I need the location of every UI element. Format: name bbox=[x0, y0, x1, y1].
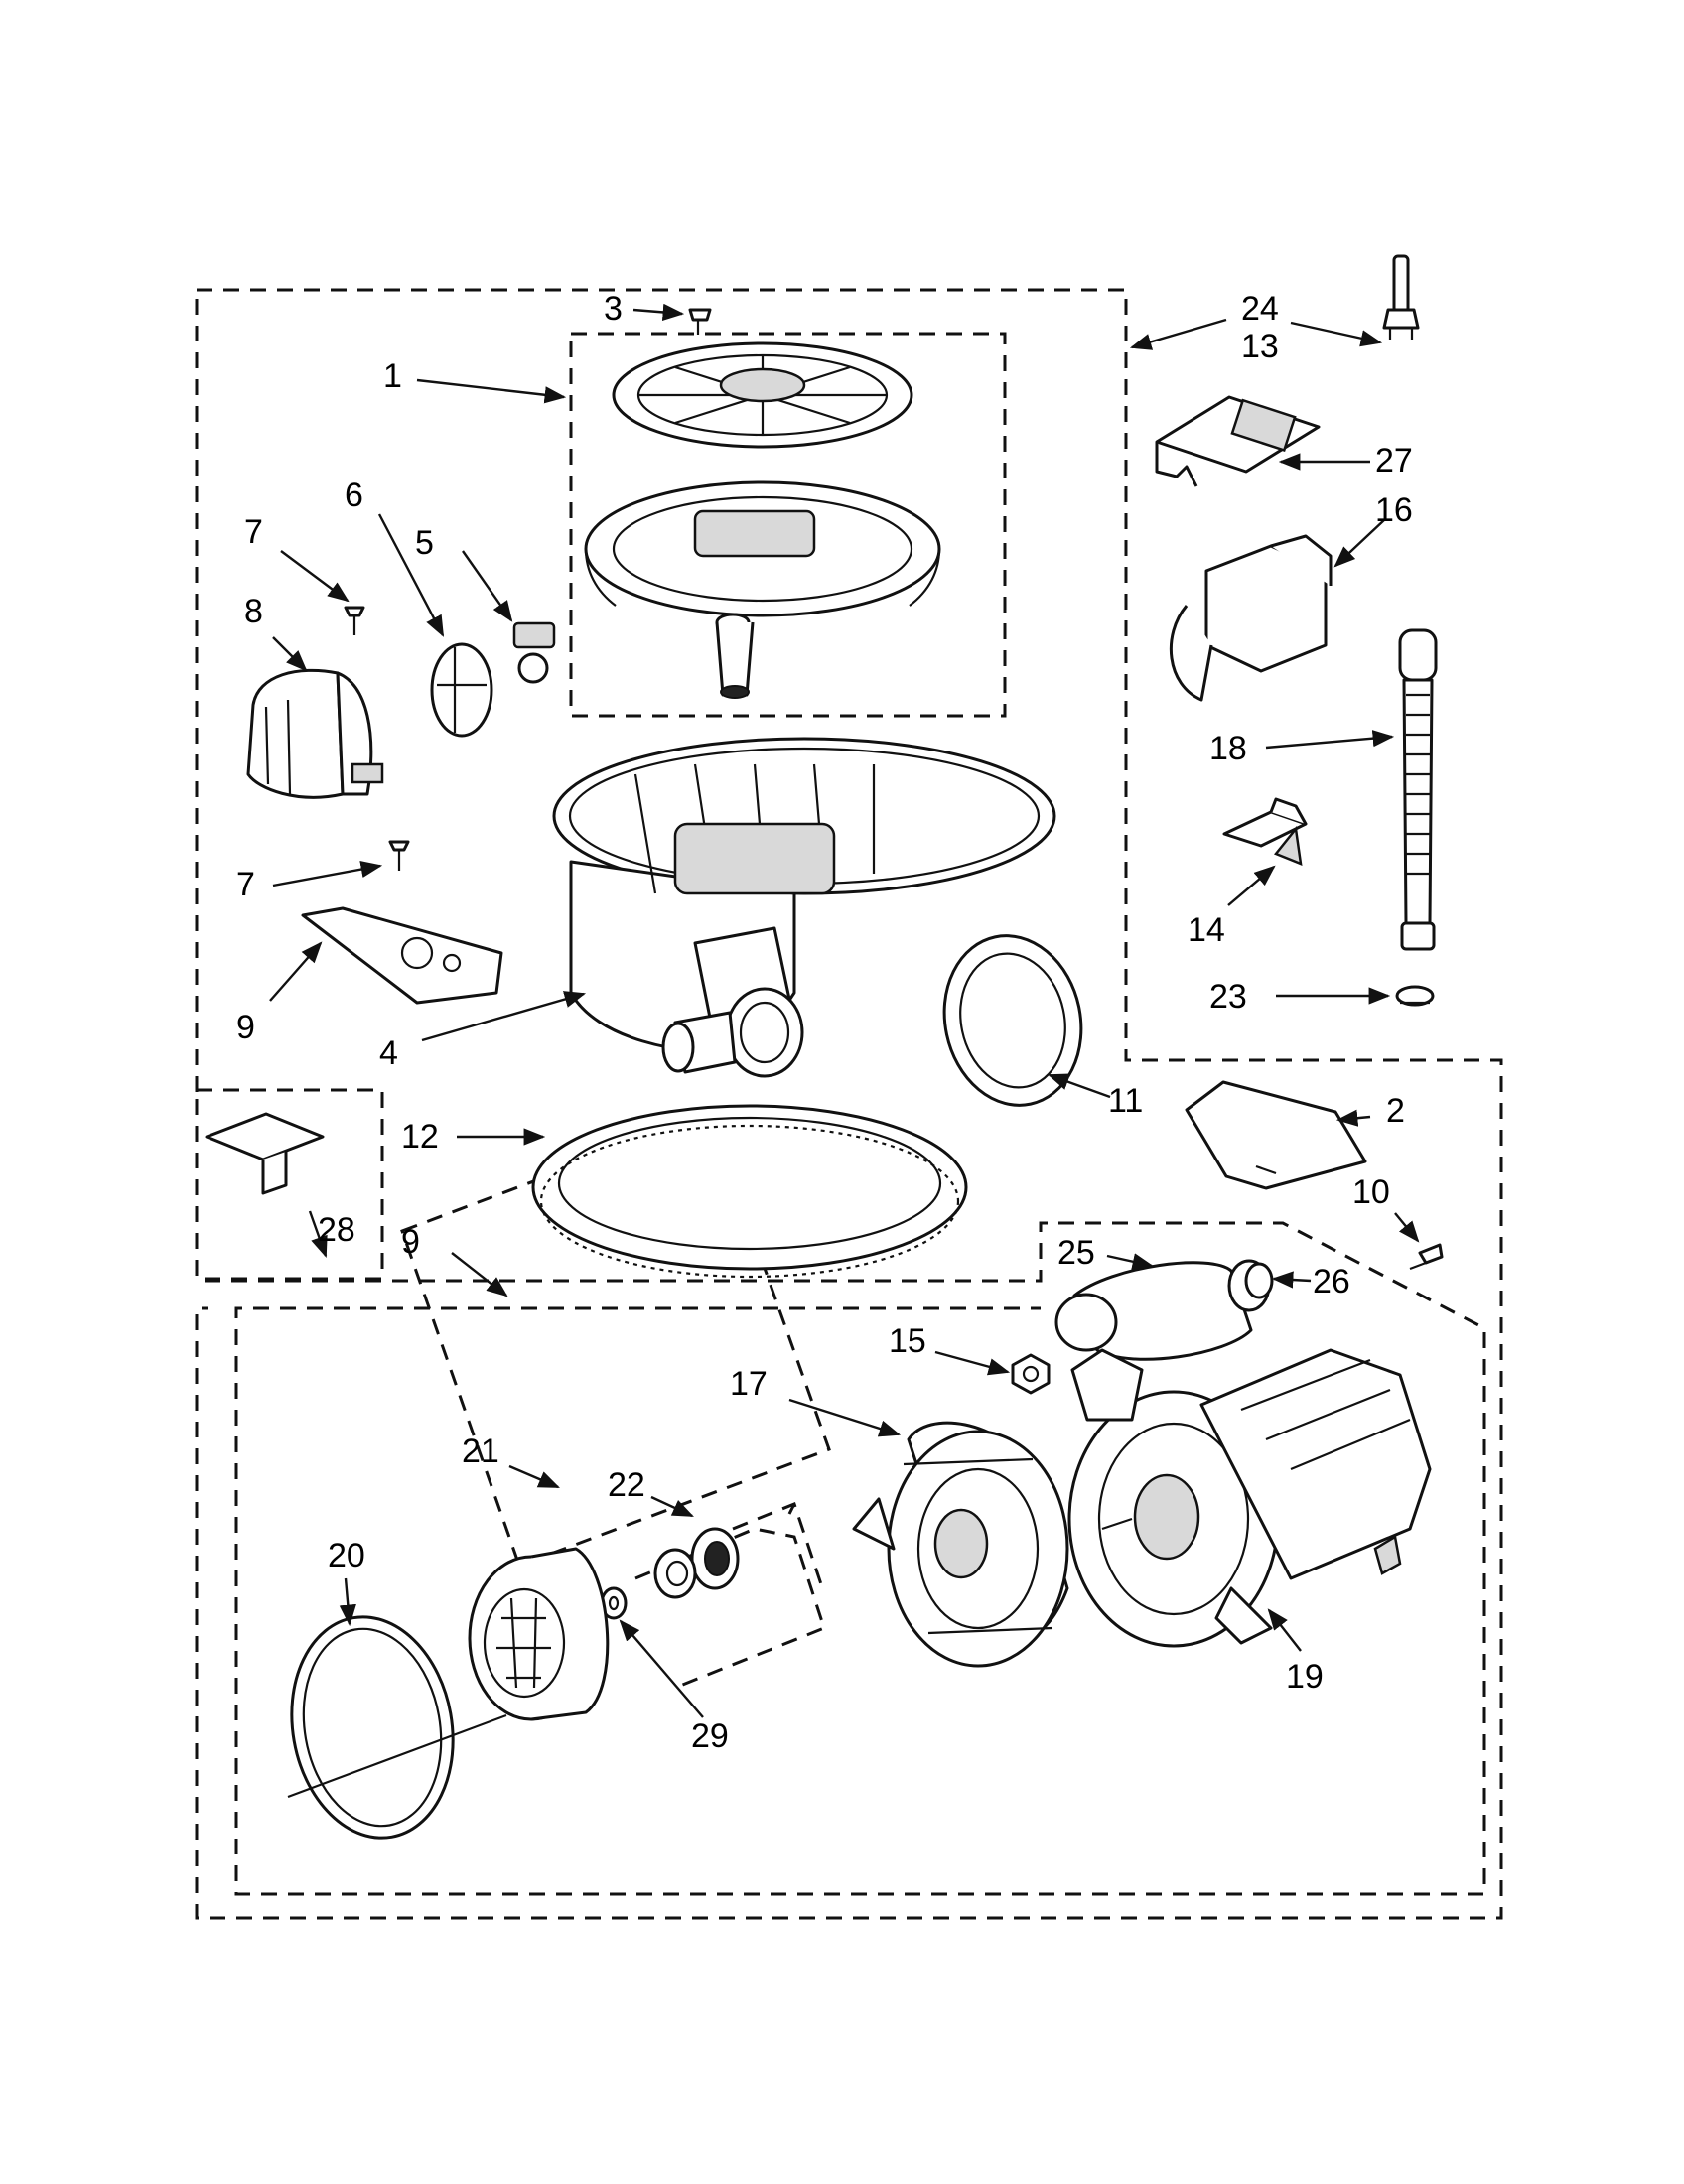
pump-motor-20 bbox=[1067, 1348, 1432, 1648]
callout-16: 15 bbox=[889, 1322, 926, 1360]
callout-23: 22 bbox=[608, 1466, 645, 1504]
callout-labels: 3 1 6 5 7 8 7 9 4 11 12 28 9 24 13 27 16… bbox=[236, 290, 1413, 1755]
callout-20: 19 bbox=[1286, 1658, 1324, 1696]
callout-5: 5 bbox=[415, 524, 434, 562]
right-parts bbox=[1155, 254, 1444, 1271]
callout-18: 17 bbox=[730, 1365, 768, 1403]
callout-10: 9 bbox=[401, 1223, 420, 1261]
spray-arm-assembly bbox=[584, 341, 941, 699]
washer-27 bbox=[1244, 1262, 1274, 1299]
screw-11 bbox=[1409, 1243, 1444, 1271]
outline-main-assembly bbox=[195, 288, 1503, 1920]
callout-15: 14 bbox=[1188, 911, 1225, 949]
callout-9: 9 bbox=[236, 1009, 255, 1046]
motor-assembly bbox=[1011, 1259, 1432, 1648]
screw-3 bbox=[688, 308, 712, 335]
drain-hose-19 bbox=[1398, 628, 1438, 951]
callout-7b: 7 bbox=[236, 866, 255, 903]
callout-13: 12 bbox=[401, 1118, 439, 1156]
callout-29: 28 bbox=[318, 1211, 355, 1249]
callout-4: 4 bbox=[379, 1034, 398, 1072]
left-parts bbox=[246, 606, 556, 1005]
group-outlines bbox=[195, 288, 1503, 1920]
screw-7b bbox=[388, 840, 410, 871]
screw-7a bbox=[344, 606, 365, 635]
callout-12: 11 bbox=[1108, 1082, 1143, 1120]
callout-30: 29 bbox=[691, 1717, 729, 1755]
cover-2 bbox=[1185, 1080, 1367, 1190]
chopper-6 bbox=[430, 642, 493, 738]
sensor-17 bbox=[1169, 534, 1333, 702]
callout-7a: 7 bbox=[244, 513, 263, 551]
callout-28: 27 bbox=[1375, 442, 1413, 479]
bracket-29 bbox=[205, 1112, 325, 1195]
clamp-24 bbox=[1395, 985, 1435, 1007]
callout-14: 13 bbox=[1241, 328, 1279, 365]
clip-15 bbox=[1222, 797, 1308, 866]
leader-lines bbox=[269, 303, 1420, 1718]
capacitor-26 bbox=[1054, 1259, 1271, 1361]
callout-11: 10 bbox=[1352, 1173, 1390, 1211]
actuator-5 bbox=[512, 621, 556, 684]
outline-spray-arm-group bbox=[569, 332, 1007, 718]
seal-23 bbox=[653, 1527, 740, 1599]
pump-housing-18 bbox=[852, 1421, 1069, 1668]
callout-22: 21 bbox=[462, 1433, 499, 1470]
callout-1: 1 bbox=[383, 357, 402, 395]
nut-16 bbox=[1011, 1353, 1051, 1395]
shield-28 bbox=[1155, 395, 1321, 487]
heater-terminal-25 bbox=[1382, 254, 1420, 340]
impeller-parts bbox=[287, 1527, 740, 1840]
callout-3: 3 bbox=[604, 290, 623, 328]
callout-25: 24 bbox=[1241, 290, 1279, 328]
gasket-21 bbox=[287, 1615, 507, 1840]
impeller-22 bbox=[468, 1547, 610, 1721]
outline-seal-link bbox=[732, 1502, 826, 1594]
sump-housing bbox=[552, 737, 1056, 1078]
outline-lower-region bbox=[205, 1221, 1486, 1896]
bracket-9 bbox=[301, 906, 503, 1005]
diverter-motor-8 bbox=[246, 668, 384, 799]
callout-17: 16 bbox=[1375, 491, 1413, 529]
outline-bracket-29 bbox=[195, 1088, 384, 1281]
callout-8: 8 bbox=[244, 593, 263, 630]
callout-19: 18 bbox=[1209, 730, 1247, 767]
callout-24: 23 bbox=[1209, 978, 1247, 1016]
callout-27: 26 bbox=[1313, 1263, 1350, 1300]
ring-12 bbox=[942, 934, 1083, 1107]
callout-21: 20 bbox=[328, 1537, 365, 1574]
callout-26: 25 bbox=[1057, 1234, 1095, 1272]
callout-6: 6 bbox=[345, 477, 363, 514]
gasket-13 bbox=[531, 1104, 968, 1279]
callout-2: 2 bbox=[1386, 1092, 1405, 1130]
